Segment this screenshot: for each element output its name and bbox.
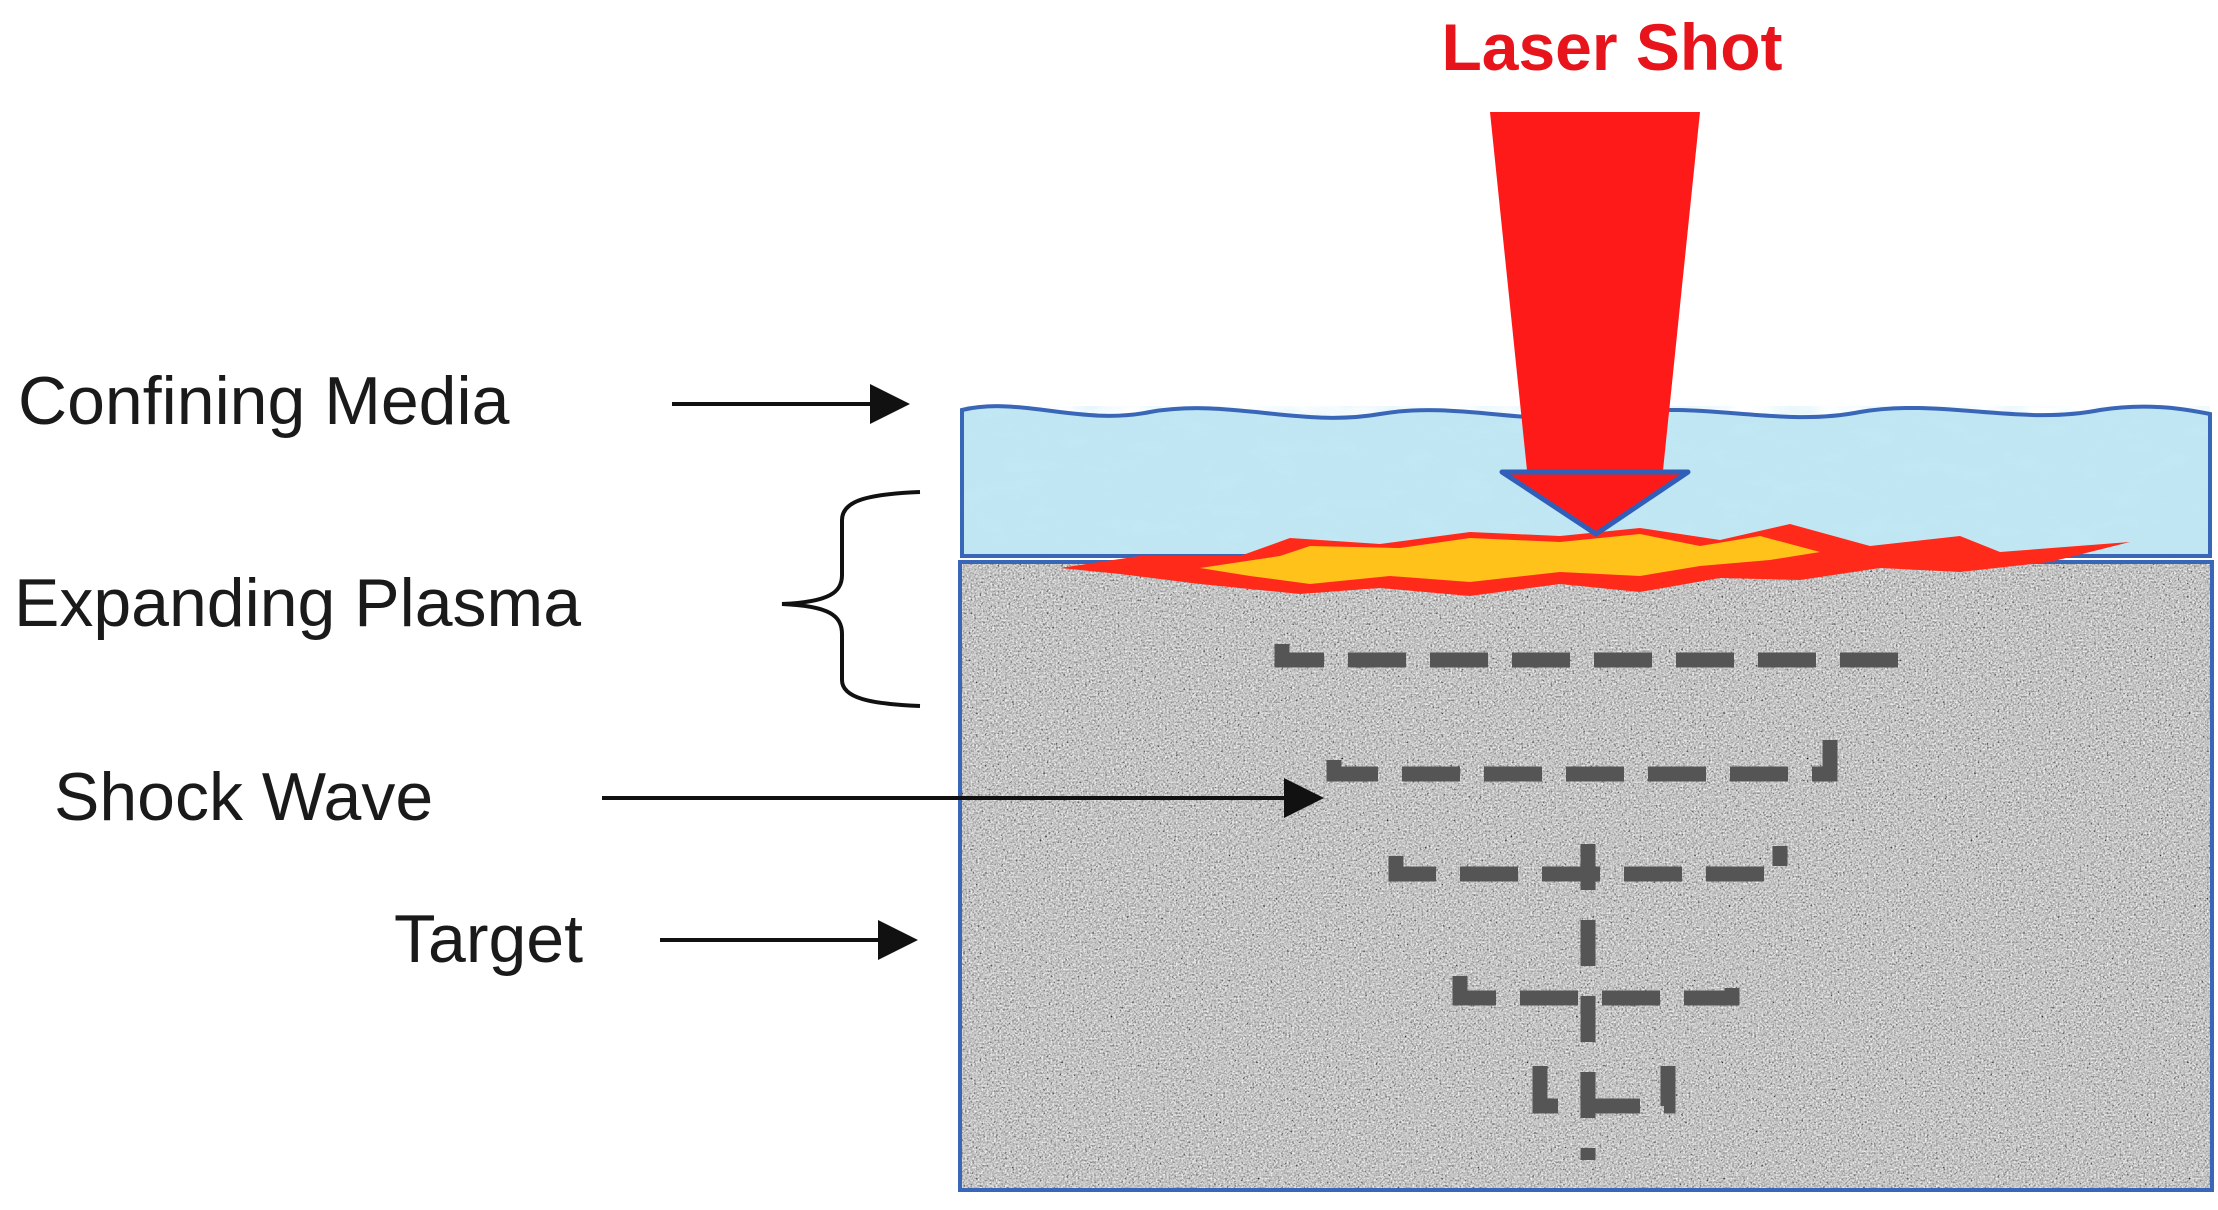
laser-shot-label: Laser Shot — [1441, 10, 1782, 84]
expanding-plasma-label: Expanding Plasma — [14, 565, 581, 641]
target-label: Target — [394, 901, 583, 977]
laser-beam-arrow — [1490, 112, 1700, 537]
plasma-flash — [1060, 524, 2130, 596]
shock-wave-fronts — [1274, 644, 1908, 1160]
plasma-brace — [781, 490, 921, 708]
shock-wave-label: Shock Wave — [54, 759, 433, 835]
confining-media-label: Confining Media — [18, 363, 510, 439]
